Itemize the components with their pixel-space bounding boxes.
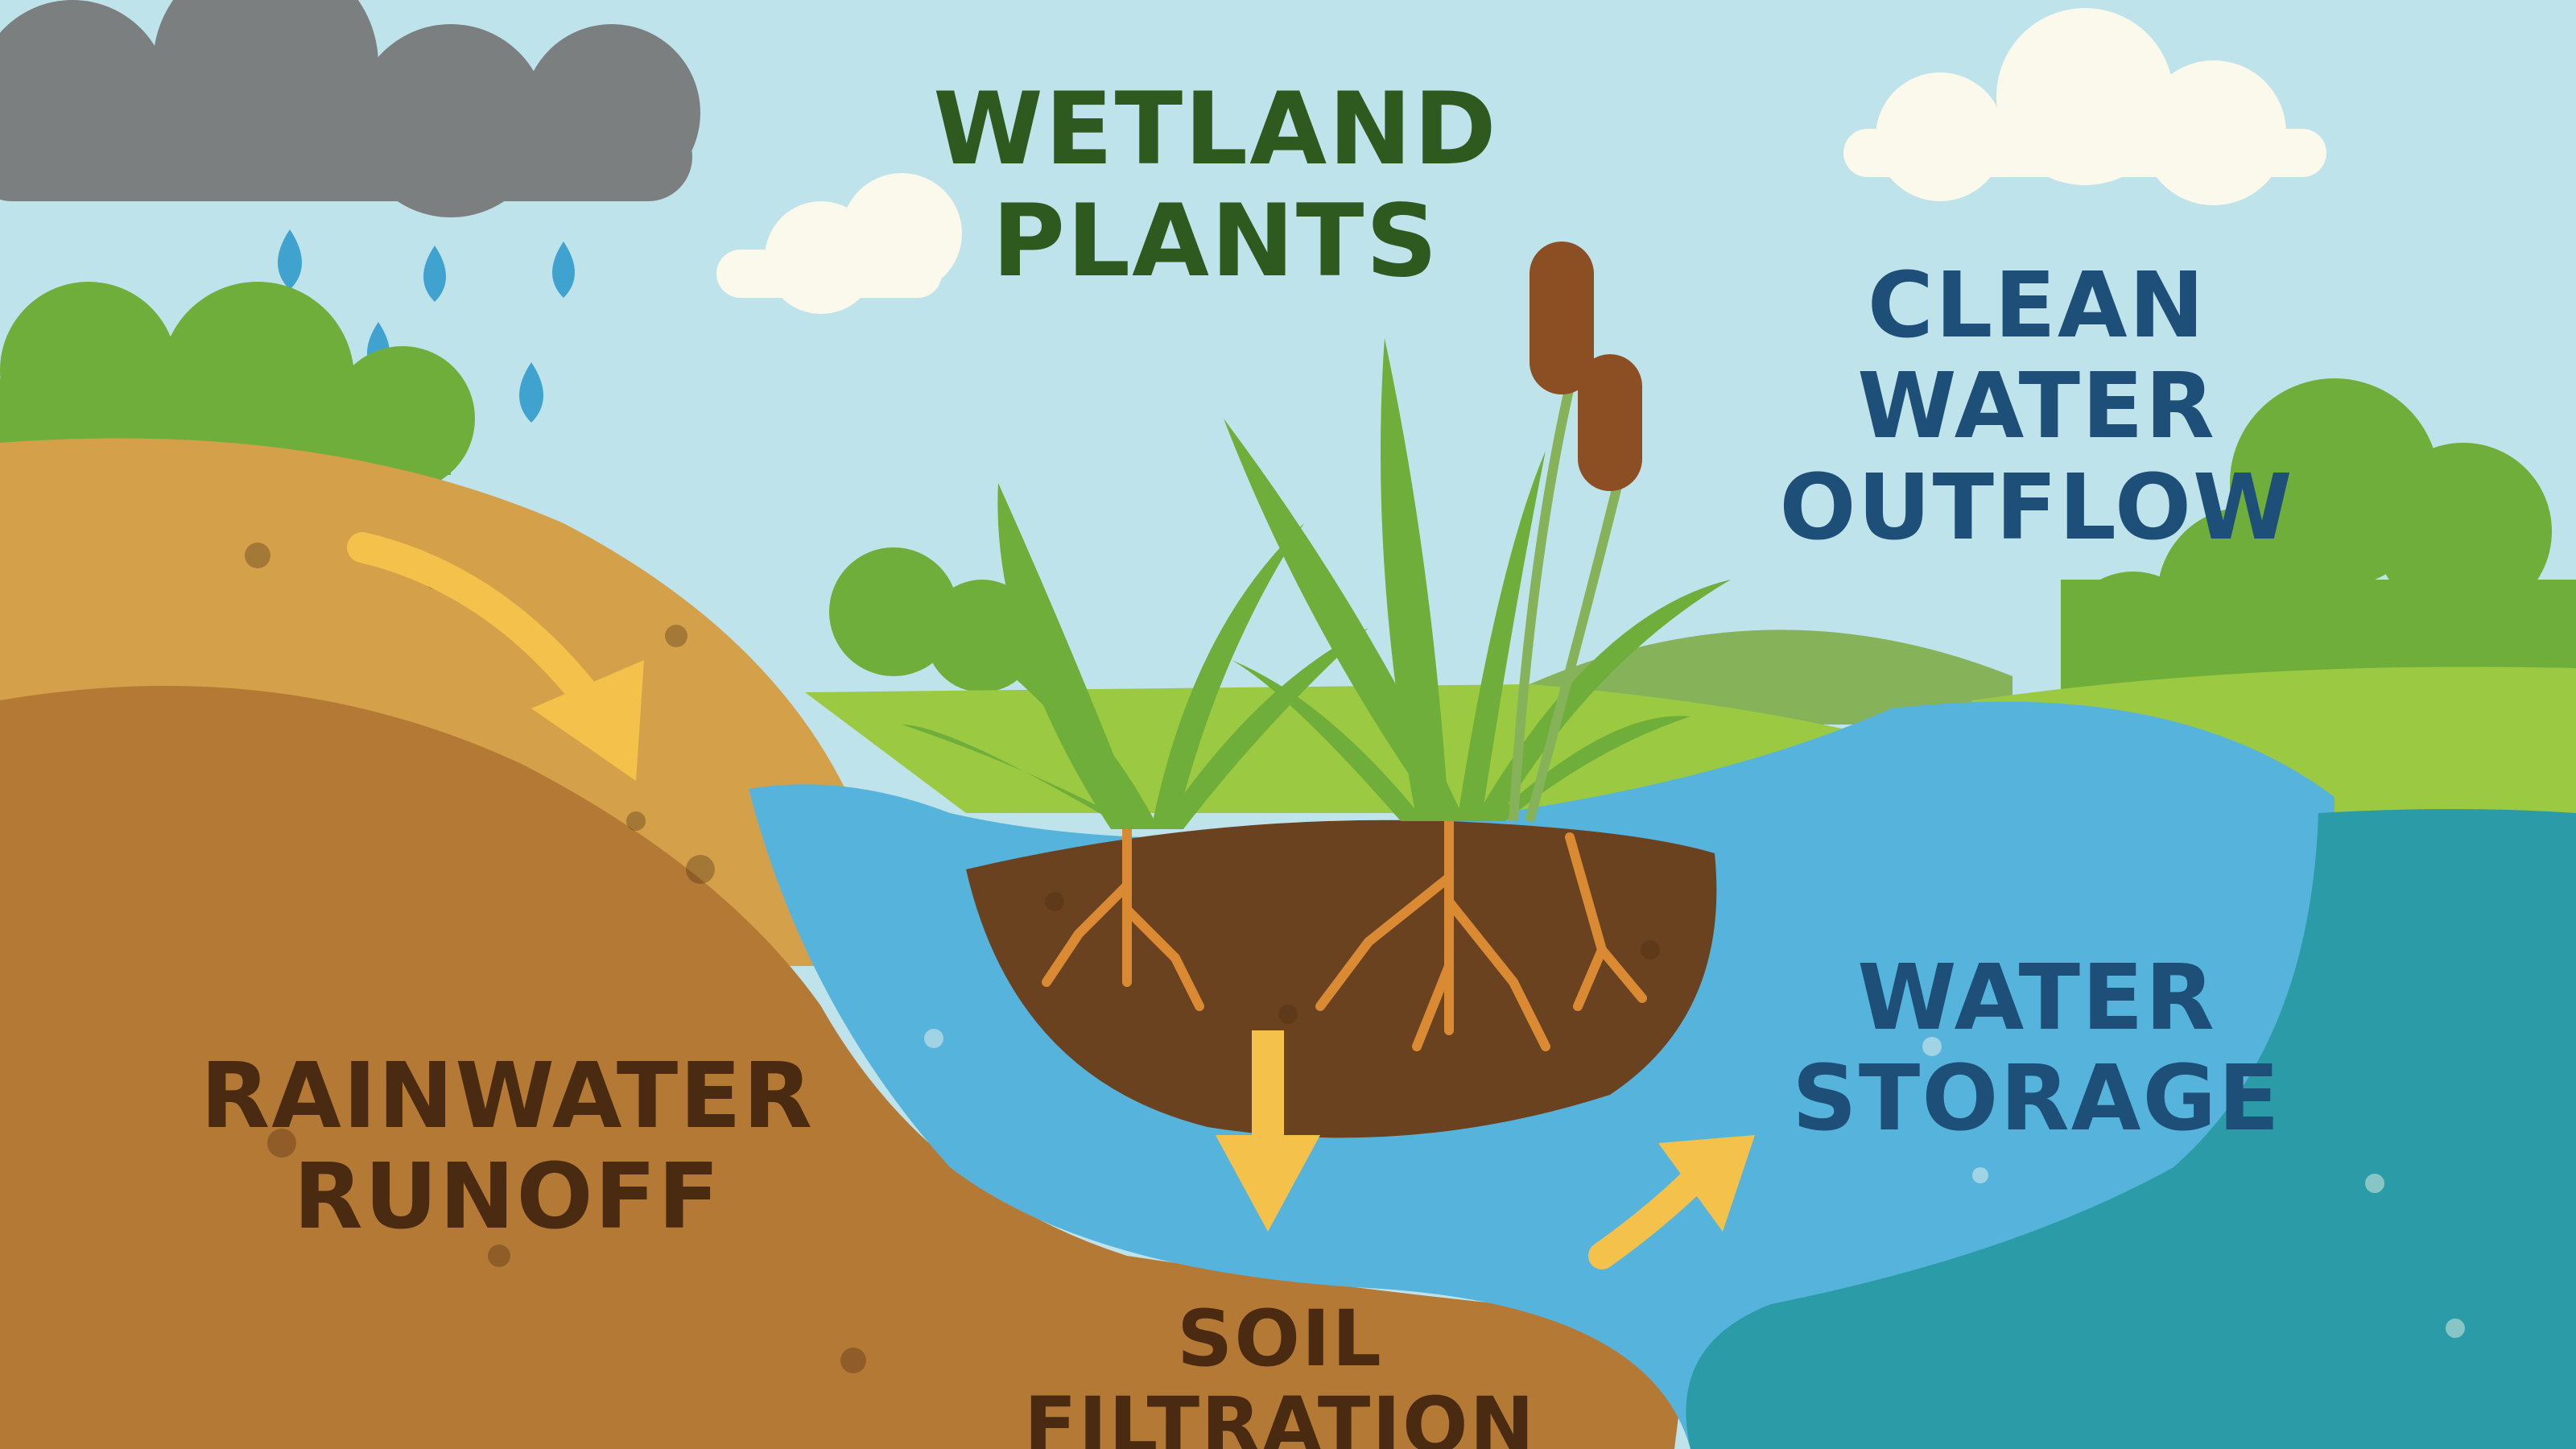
- label-wetland-plants: WETLAND PLANTS: [926, 74, 1505, 298]
- subsoil: [0, 686, 1690, 1449]
- label-clean-water-outflow: CLEAN WATER OUTFLOW: [1755, 254, 2318, 560]
- cattails: [1530, 242, 1642, 491]
- label-water-storage: WATER STORAGE: [1731, 946, 2343, 1152]
- white-cloud-large: [1843, 8, 2326, 205]
- cattail-stems: [1509, 385, 1623, 823]
- filtration-arrow: [1216, 1030, 1320, 1232]
- water-bubbles: [924, 1029, 2465, 1338]
- label-rainwater-runoff-line: RUNOFF: [293, 1145, 721, 1250]
- runoff-arrow: [347, 532, 644, 781]
- label-clean-water-outflow-line: CLEAN: [1867, 254, 2207, 358]
- label-wetland-plants-line: PLANTS: [992, 183, 1439, 299]
- label-rainwater-runoff-line: RAINWATER: [200, 1044, 814, 1149]
- label-clean-water-outflow-line: WATER: [1857, 354, 2216, 460]
- label-soil-filtration: SOIL FILTRATION: [918, 1294, 1642, 1449]
- label-clean-water-outflow-line: OUTFLOW: [1779, 455, 2294, 560]
- left-plant: [902, 483, 1368, 829]
- storm-cloud: [0, 0, 700, 217]
- label-rainwater-runoff: RAINWATER RUNOFF: [185, 1046, 829, 1249]
- middle-bushes: [829, 547, 1038, 692]
- outflow-arrow: [1588, 1135, 1755, 1269]
- soil-specks: [245, 543, 1660, 1373]
- white-cloud-small: [716, 173, 962, 314]
- label-wetland-plants-line: WETLAND: [933, 72, 1498, 188]
- roots: [1042, 816, 1647, 1051]
- label-water-storage-line: WATER: [1857, 946, 2216, 1051]
- label-water-storage-line: STORAGE: [1792, 1046, 2281, 1152]
- deep-water: [1686, 809, 2576, 1449]
- label-soil-filtration-line: SOIL FILTRATION: [1024, 1294, 1536, 1449]
